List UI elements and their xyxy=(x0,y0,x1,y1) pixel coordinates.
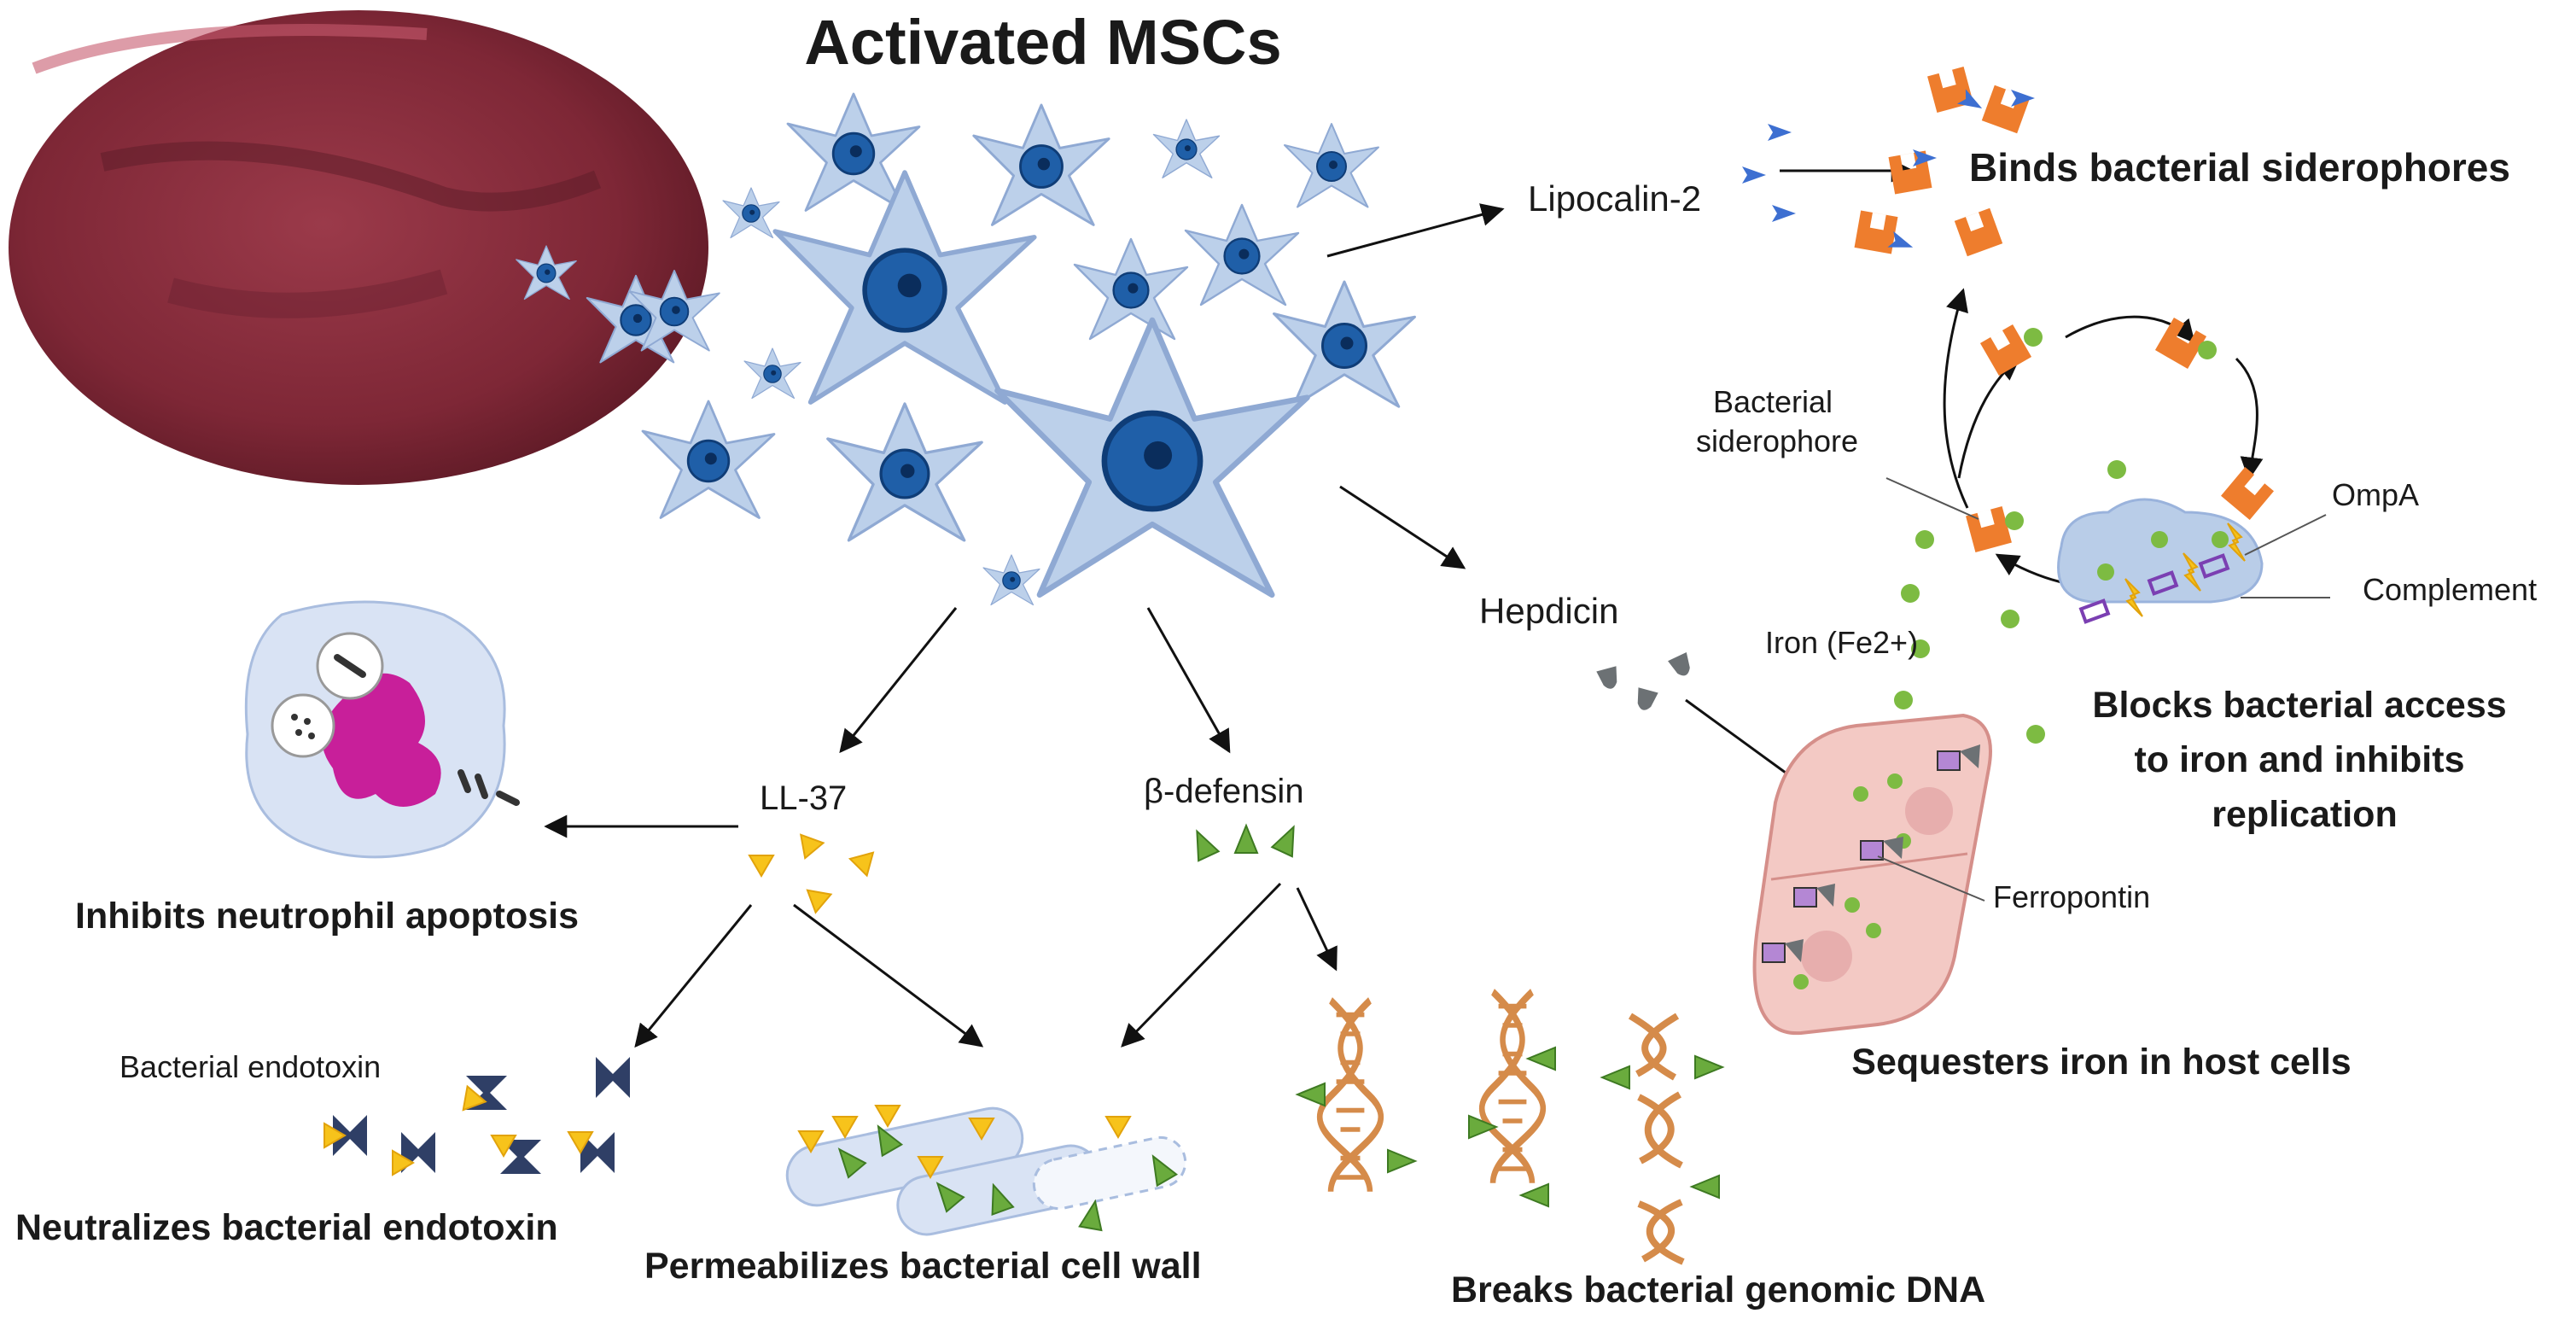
sequesters-effect: Sequesters iron in host cells xyxy=(1851,1042,2351,1083)
dna-effect: Breaks bacterial genomic DNA xyxy=(1451,1270,1985,1310)
siderophore-effect: Binds bacterial siderophores xyxy=(1969,145,2510,190)
bacterial-siderophore-line-1: Bacterial xyxy=(1713,384,1833,419)
neutrophil xyxy=(244,600,520,859)
defensin-peptides xyxy=(1186,821,1305,862)
host-cell xyxy=(1752,713,1992,1036)
complement-label: Complement xyxy=(2363,572,2537,607)
ferroportin-label: Ferropontin xyxy=(1993,879,2150,914)
iron-block-line-3: replication xyxy=(2212,794,2397,835)
ompa-label: OmpA xyxy=(2332,477,2419,512)
iron-block-effect: Blocks bacterial access to iron and inhi… xyxy=(2092,685,2516,835)
arrows xyxy=(544,159,2264,1048)
iron-block-line-1: Blocks bacterial access xyxy=(2092,685,2506,726)
diagram-title: Activated MSCs xyxy=(804,7,1281,78)
iron-block-line-2: to iron and inhibits xyxy=(2135,739,2465,780)
endotoxin-label: Bacterial endotoxin xyxy=(119,1049,381,1084)
hepcidin-label: Hepdicin xyxy=(1479,591,1618,631)
defensin-label: β-defensin xyxy=(1144,773,1304,810)
iron-cycle xyxy=(1885,317,2330,744)
dna-strands xyxy=(1297,992,1723,1265)
lipocalin-label: Lipocalin-2 xyxy=(1528,178,1701,219)
bacteria-group xyxy=(785,1105,1187,1236)
ll37-label: LL-37 xyxy=(760,779,847,817)
bacterial-siderophore-label: Bacterial siderophore xyxy=(1696,384,1858,458)
iron-label: Iron (Fe2+) xyxy=(1765,625,1918,660)
endotoxin-effect: Neutralizes bacterial endotoxin xyxy=(15,1207,558,1248)
lipocalin-proteins xyxy=(1742,124,1796,222)
ll37-peptides xyxy=(749,833,880,916)
hepcidin-peptides xyxy=(1596,652,1695,713)
bacterial-siderophore-line-2: siderophore xyxy=(1696,423,1858,458)
tissue-image xyxy=(9,10,708,485)
permeabilize-effect: Permeabilizes bacterial cell wall xyxy=(644,1246,1202,1287)
neutrophil-effect: Inhibits neutrophil apoptosis xyxy=(75,896,579,937)
